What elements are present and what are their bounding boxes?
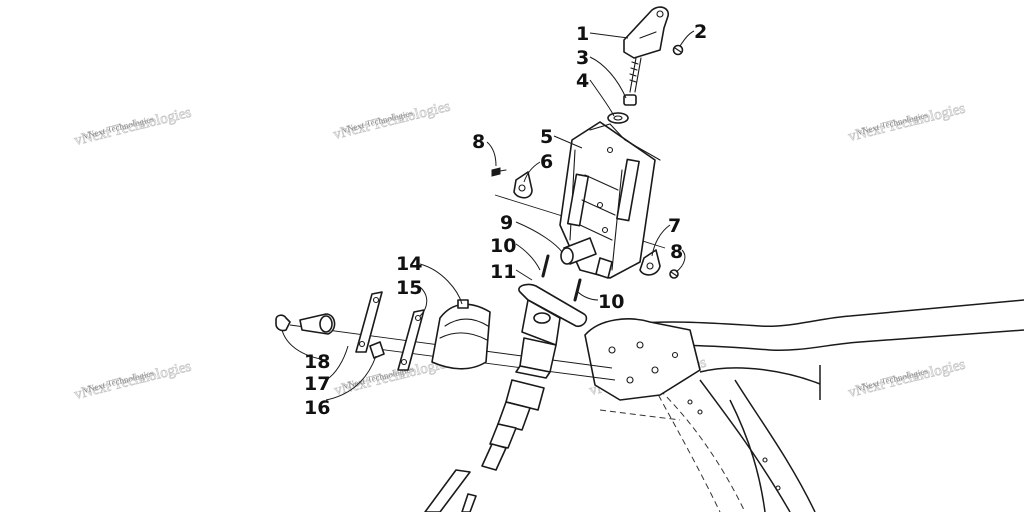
callout-10-right: 10 [598,291,624,313]
watermark-mr: vNext Technologies vNext Technologies [846,356,967,401]
callout-18: 18 [304,351,330,373]
screw-part-2 [672,44,684,56]
nut-part-4 [607,112,629,124]
watermark-ml: vNext Technologies vNext Technologies [72,358,193,403]
callout-16: 16 [304,397,330,419]
clamp-part-6 [513,171,533,199]
callout-7: 7 [668,215,681,237]
callout-15: 15 [396,277,422,299]
screw-part-8-left [491,167,507,177]
tilt-bracket-part-5 [559,121,661,279]
callouts: 1 2 3 4 5 6 8 7 8 9 10 11 10 14 15 18 17… [304,21,707,419]
callout-3: 3 [576,47,589,69]
clamp-part-7 [639,249,661,276]
vehicle-frame [584,299,1024,512]
callout-8-right: 8 [670,241,683,263]
callout-5: 5 [540,126,553,148]
steering-shaft-part-11 [481,283,588,471]
clip-part-17 [299,313,336,335]
roll-pin-part-10-left [541,254,550,278]
spacer-part-3 [623,94,637,106]
watermark-tc: vNext Technologies vNext Technologies [331,98,452,143]
lower-shaft [424,469,477,512]
callout-6: 6 [540,151,553,173]
callout-2: 2 [694,21,707,43]
bolt-part-16 [369,341,385,359]
roll-pin-part-10-right [573,278,582,302]
callout-9: 9 [500,212,513,234]
leader-lines [281,30,695,401]
callout-14: 14 [396,253,422,275]
callout-4: 4 [576,70,589,92]
bracket-part-15-right [397,309,425,371]
callout-11: 11 [490,261,516,283]
pivot-pin-part-9 [560,237,597,265]
watermark-tr: vNext Technologies vNext Technologies [846,100,967,145]
callout-1: 1 [576,23,589,45]
bolt-part-18 [275,314,291,332]
tilt-handle-part-1 [623,6,670,93]
callout-10-left: 10 [490,235,516,257]
steering-mount-plate [584,318,701,401]
watermark-tl: vNext Technologies vNext Technologies [72,104,193,149]
callout-8-left: 8 [472,131,485,153]
callout-17: 17 [304,373,330,395]
bracket-part-15-left [355,291,383,353]
cover-part-14 [431,299,491,370]
